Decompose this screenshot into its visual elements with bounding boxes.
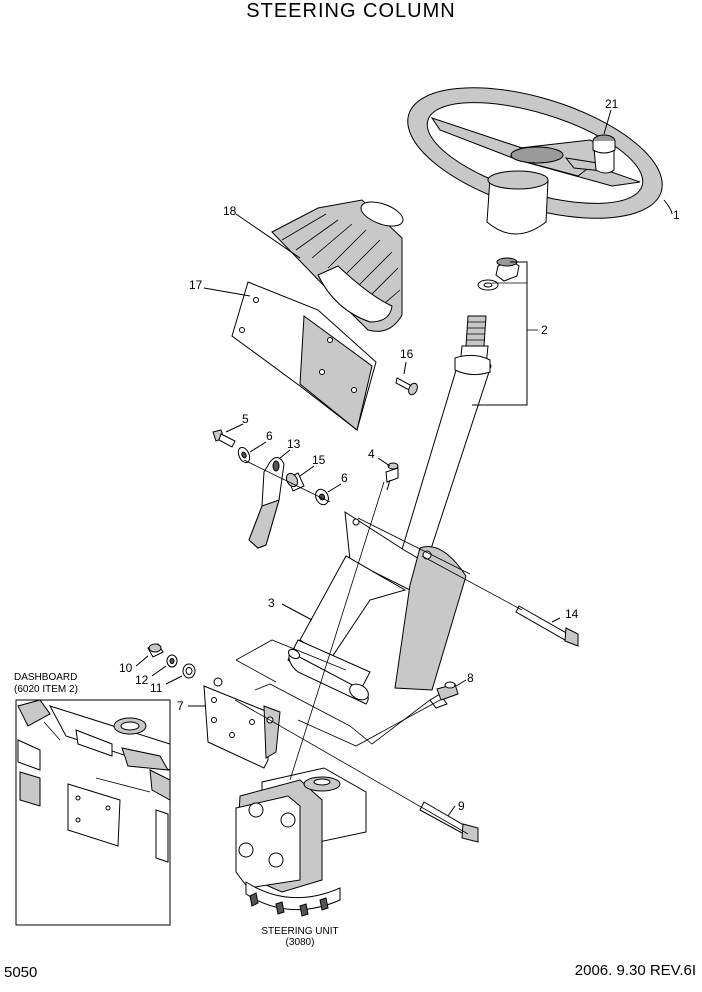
callout-6a: 6	[266, 429, 273, 443]
steering-unit-part	[235, 767, 367, 917]
callout-14: 14	[565, 607, 579, 621]
callout-1: 1	[673, 208, 680, 222]
boot-part	[271, 199, 404, 332]
steering-unit-label-line2: (3080)	[285, 937, 315, 948]
callout-7: 7	[177, 699, 184, 713]
bracket-part	[287, 511, 467, 705]
callout-9: 9	[458, 799, 465, 813]
dashboard-label-line2: (6020 ITEM 2)	[14, 684, 78, 695]
callout-16: 16	[400, 347, 414, 361]
bolt-9-part	[419, 801, 479, 843]
leader-lines	[135, 109, 673, 817]
steering-unit-label-line1: STEERING UNIT	[261, 926, 339, 937]
fitting-8-part	[429, 681, 459, 709]
callout-13: 13	[287, 437, 301, 451]
page-title: STEERING COLUMN	[246, 0, 456, 22]
callout-11: 11	[150, 681, 163, 695]
cover-plate-part	[231, 281, 377, 431]
callout-6b: 6	[341, 471, 348, 485]
callout-4: 4	[368, 447, 375, 461]
dashboard-label: DASHBOARD (6020 ITEM 2)	[14, 672, 78, 696]
screw-16-part	[395, 377, 418, 396]
lever-assembly-parts	[212, 429, 329, 549]
page-number: 5050	[4, 964, 38, 981]
steering-wheel-part	[407, 87, 663, 235]
callout-3: 3	[268, 596, 275, 610]
callout-2: 2	[541, 323, 548, 337]
callout-21: 21	[605, 97, 619, 111]
grease-nipple-part	[385, 462, 399, 491]
dashboard-label-line1: DASHBOARD	[14, 672, 78, 683]
date-revision: 2006. 9.30 REV.6I	[574, 962, 696, 979]
bolt-14-part	[515, 605, 579, 647]
mount-plate-part	[203, 677, 281, 769]
callout-8: 8	[467, 671, 474, 685]
steering-unit-label: STEERING UNIT (3080)	[230, 926, 370, 948]
callout-5: 5	[242, 412, 249, 426]
dashboard-inset	[15, 699, 171, 926]
callout-15: 15	[312, 453, 326, 467]
callout-17: 17	[189, 278, 203, 292]
callout-10: 10	[119, 661, 133, 675]
callout-18: 18	[223, 204, 237, 218]
steering-column-part	[396, 257, 520, 571]
callout-12: 12	[135, 673, 149, 687]
nut-washer-parts	[147, 643, 196, 679]
